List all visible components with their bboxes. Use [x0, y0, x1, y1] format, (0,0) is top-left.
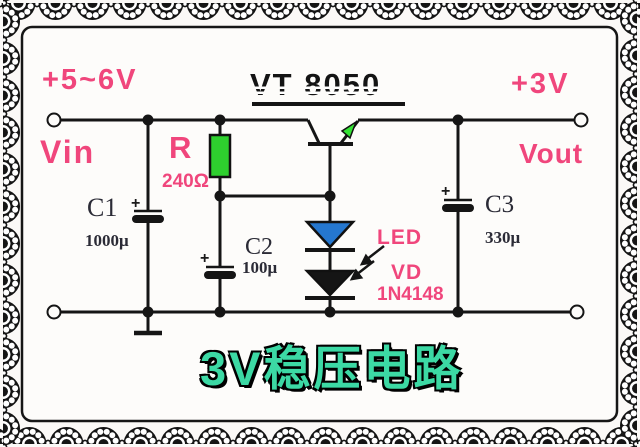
- input-voltage-label: +5~6V: [42, 64, 138, 96]
- output-voltage-label: +3V: [511, 68, 570, 100]
- c2-name-label: C2: [245, 234, 274, 260]
- led-label: LED: [377, 226, 422, 249]
- vd-part-number-label: 1N4148: [377, 284, 444, 305]
- c3-polarity-mark: +: [441, 183, 451, 200]
- c2-polarity-mark: +: [200, 250, 210, 267]
- terminal-input-top: [46, 112, 62, 128]
- capacitor-c2-symbol: [204, 265, 236, 279]
- c1-polarity-mark: +: [131, 195, 141, 212]
- c1-name-label: C1: [87, 193, 118, 222]
- transistor-title: VT 8050: [250, 67, 382, 102]
- c1-value-label: 1000μ: [85, 231, 129, 250]
- led-light-arrows-icon: [349, 245, 385, 281]
- capacitor-c3-symbol: [442, 198, 474, 212]
- r-value-label: 240Ω: [162, 171, 209, 192]
- junction-dots: [142, 114, 464, 318]
- capacitor-c1-symbol: [132, 209, 164, 223]
- circuit-caption: 3V稳压电路: [200, 342, 464, 395]
- vin-label: Vin: [40, 134, 96, 170]
- vd-label: VD: [391, 261, 423, 284]
- terminal-input-bottom: [46, 304, 62, 320]
- collector-lead: [306, 119, 321, 144]
- resistor-symbol: [208, 133, 232, 179]
- r-name-label: R: [169, 130, 192, 165]
- diode-symbol: [304, 269, 356, 300]
- emitter-arrow-icon: [340, 120, 358, 140]
- terminal-output-top: [573, 112, 589, 128]
- c3-value-label: 330μ: [485, 228, 521, 247]
- c3-name-label: C3: [485, 191, 515, 218]
- vout-label: Vout: [519, 138, 584, 169]
- npn-transistor-symbol: [306, 119, 360, 196]
- wires: [54, 118, 581, 314]
- c2-value-label: 100μ: [242, 258, 278, 277]
- terminal-output-bottom: [569, 304, 585, 320]
- transistor-title-underline: [252, 102, 405, 106]
- led-symbol: [304, 220, 356, 252]
